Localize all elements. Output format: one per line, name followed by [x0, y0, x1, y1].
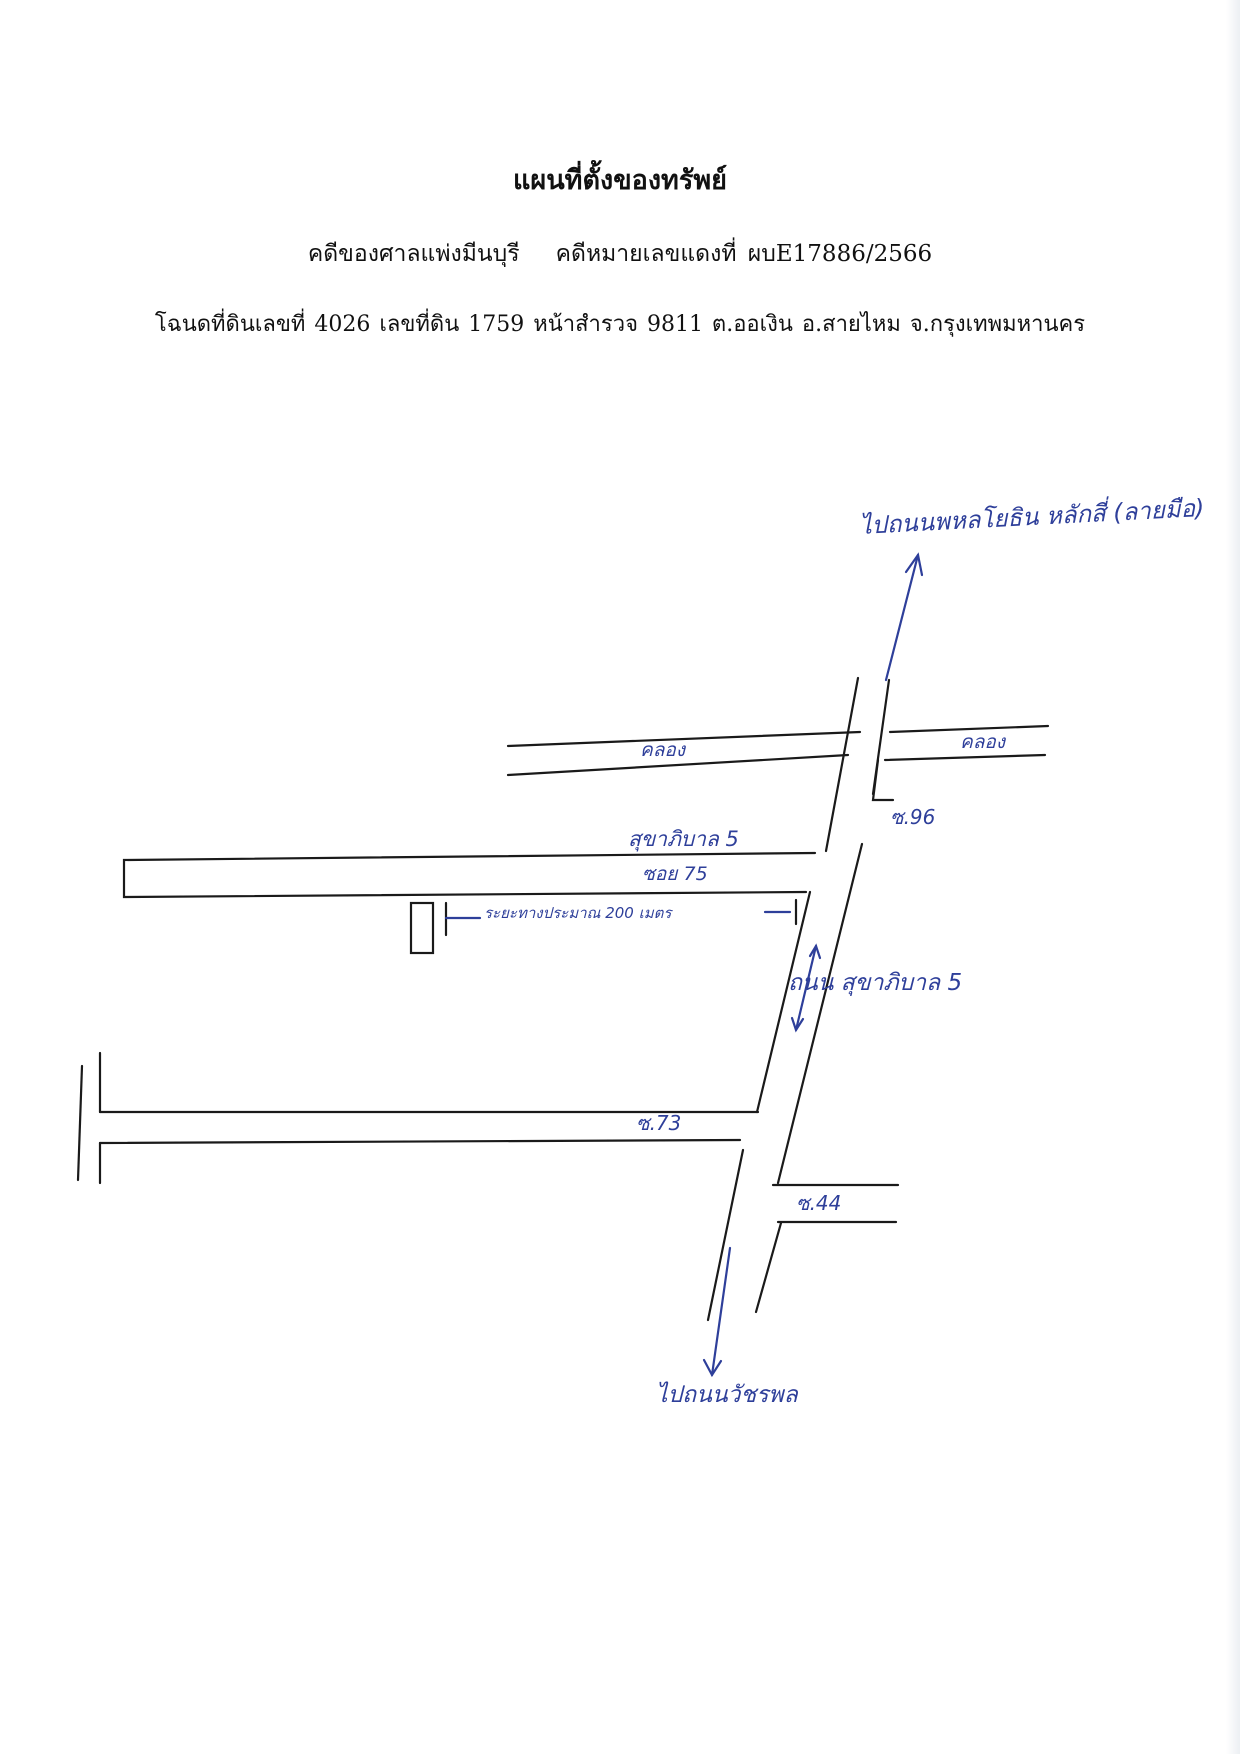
case-line: คดีของศาลแพ่งมีนบุรี คดีหมายเลขแดงที่ ผบE… [0, 236, 1240, 272]
road-width-arrow [794, 944, 818, 1032]
soi-44-label: ซ.44 [796, 1191, 841, 1215]
south-arrow-shaft [710, 1246, 732, 1377]
canal-top-line-right [888, 724, 1050, 734]
court-name: คดีของศาลแพ่งมีนบุรี [307, 241, 520, 267]
soi-96-corner [871, 758, 895, 802]
canal-left-label: คลอง [640, 739, 687, 761]
deed-line: โฉนดที่ดินเลขที่ 4026 เลขที่ดิน 1759 หน้… [154, 312, 1086, 337]
main-road-right-edge-lower [754, 1221, 783, 1314]
canal-top-line-left [506, 730, 862, 748]
document-title: แผนที่ตั้งของทรัพย์ [513, 165, 727, 196]
soi-96-label: ซ.96 [890, 805, 935, 829]
page-edge-shadow [1226, 0, 1240, 1754]
canal-bottom-line-right [883, 753, 1047, 762]
road-width-arrow-head-top [808, 943, 822, 960]
sukhapiban-5-soi-label: สุขาภิบาล 5 [628, 827, 739, 852]
soi-75-label: ซอย 75 [642, 863, 708, 885]
soi-73-bottom-edge [98, 1138, 742, 1145]
soi-75-road [122, 851, 817, 899]
north-destination-label: ไปถนนพหลโยธิน หลักสี่ (ลายมือ) [859, 491, 1205, 540]
main-road-right-edge-middle [776, 842, 864, 1185]
property-marker [409, 901, 435, 955]
south-destination-label: ไปถนนวัชรพล [656, 1381, 799, 1408]
case-number: คดีหมายเลขแดงที่ ผบE17886/2566 [555, 241, 933, 267]
canal-bottom-line-left [506, 753, 850, 777]
road-width-arrow-head-bottom [790, 1016, 805, 1033]
main-road-left-edge-upper [824, 676, 860, 853]
north-arrow-head [904, 552, 924, 577]
canal-right-label: คลอง [960, 731, 1007, 753]
soi-73-end-line-outer [76, 1064, 84, 1182]
soi-73-label: ซ.73 [636, 1111, 681, 1135]
main-road-left-edge-middle [755, 890, 812, 1114]
main-road-left-edge-lower [706, 1148, 745, 1322]
main-road-label: ถนน สุขาภิบาล 5 [788, 970, 962, 996]
distance-note-label: ระยะทางประมาณ 200 เมตร [484, 904, 673, 922]
north-arrow-shaft [884, 553, 920, 682]
south-arrow-head [702, 1358, 723, 1378]
